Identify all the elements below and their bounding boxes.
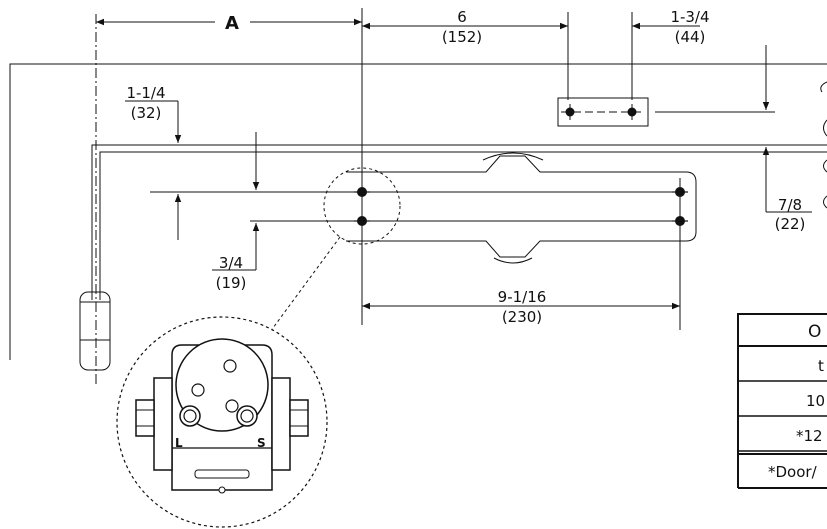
- closer-end-detail: L S: [116, 316, 328, 528]
- spec-table: O t 10 *12 *Door/: [737, 313, 827, 489]
- dimension-6-mm: (152): [442, 28, 482, 46]
- dimension-1-1-4: 1-1/4 (32): [125, 84, 182, 143]
- dimension-3-4: 3/4 (19): [212, 223, 260, 292]
- table-row: t: [818, 357, 824, 375]
- frame-edge-arcs: [820, 81, 827, 209]
- closer-mounting-holes: [150, 178, 688, 330]
- dimension-6: 6 (152): [362, 8, 569, 100]
- arm-shoe-bracket: [557, 97, 775, 127]
- dimension-arrows-left: [174, 132, 260, 240]
- dimension-1-1-4-in: 1-1/4: [126, 84, 165, 102]
- dimension-a: A: [96, 13, 362, 34]
- dimension-1-3-4: 1-3/4 (44): [631, 8, 710, 100]
- door-frame: [9, 63, 827, 360]
- closer-label-l: L: [175, 436, 183, 450]
- dimension-6-in: 6: [457, 8, 467, 26]
- table-header: O: [808, 322, 821, 342]
- dimension-1-1-4-mm: (32): [131, 104, 162, 122]
- hinge-pin: [79, 291, 111, 371]
- dimension-7-8-mm: (22): [775, 215, 806, 233]
- table-row: 10: [806, 392, 825, 410]
- closer-body: [346, 152, 697, 264]
- detail-leader-line: [269, 236, 341, 333]
- dimension-3-4-mm: (19): [216, 274, 247, 292]
- dimension-9-1-16-mm: (230): [502, 308, 542, 326]
- dimension-9-1-16-in: 9-1/16: [498, 288, 547, 306]
- dimension-3-4-in: 3/4: [219, 254, 243, 272]
- dimension-9-1-16: 9-1/16 (230): [362, 288, 680, 326]
- table-row: *12: [796, 427, 823, 445]
- table-row: *Door/: [768, 463, 818, 481]
- closer-label-s: S: [257, 436, 266, 450]
- detail-callout-circle: [323, 167, 401, 245]
- dimension-7-8-in: 7/8: [778, 196, 802, 214]
- dimension-7-8: 7/8 (22): [762, 45, 812, 233]
- dimension-1-3-4-mm: (44): [675, 28, 706, 46]
- dimension-1-3-4-in: 1-3/4: [670, 8, 709, 26]
- dimension-a-label: A: [225, 13, 239, 34]
